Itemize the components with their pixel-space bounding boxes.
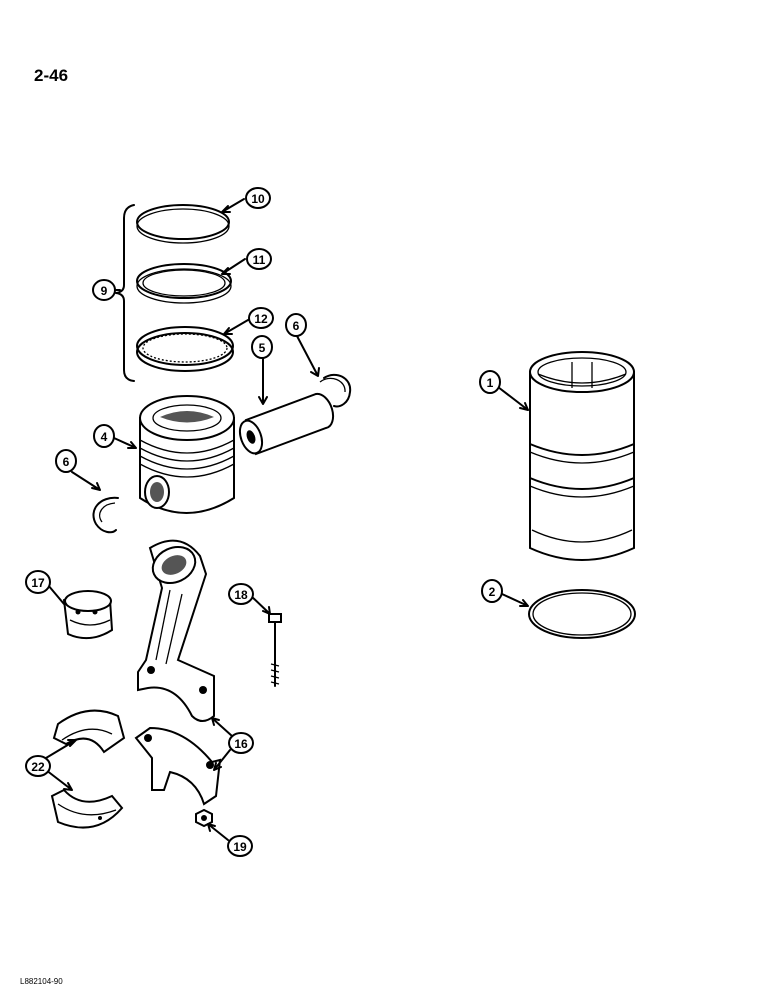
pin-bushing bbox=[62, 590, 114, 640]
liner-o-ring bbox=[528, 589, 636, 639]
callout-18: 18 bbox=[228, 583, 254, 605]
svg-text:5: 5 bbox=[259, 341, 266, 355]
leader-lines bbox=[45, 198, 529, 841]
svg-text:17: 17 bbox=[31, 576, 45, 590]
snap-ring-right bbox=[323, 373, 352, 408]
svg-text:4: 4 bbox=[101, 430, 108, 444]
svg-text:1: 1 bbox=[487, 376, 494, 390]
svg-text:6: 6 bbox=[293, 319, 300, 333]
callout-12: 12 bbox=[248, 307, 274, 329]
svg-text:10: 10 bbox=[251, 192, 265, 206]
callout-19: 19 bbox=[227, 835, 253, 857]
connecting-rod bbox=[137, 539, 215, 722]
figure-code: L882104-90 bbox=[20, 977, 63, 986]
svg-text:11: 11 bbox=[253, 253, 266, 267]
piston-ring-oil bbox=[136, 326, 234, 372]
callout-2: 2 bbox=[481, 579, 503, 603]
callout-5: 5 bbox=[251, 335, 273, 359]
snap-ring-left bbox=[92, 496, 119, 534]
svg-text:6: 6 bbox=[63, 455, 70, 469]
callout-22: 22 bbox=[25, 755, 51, 777]
svg-text:12: 12 bbox=[254, 312, 268, 326]
callout-6-left: 6 bbox=[55, 449, 77, 473]
connecting-rod-cap bbox=[134, 726, 222, 806]
ring-set-bracket bbox=[115, 204, 135, 382]
callout-1: 1 bbox=[479, 370, 501, 394]
piston-ring-top bbox=[136, 204, 230, 244]
bearing-shell-lower bbox=[50, 788, 124, 829]
rod-nut bbox=[195, 808, 213, 828]
piston-ring-second bbox=[136, 263, 232, 304]
callout-11: 11 bbox=[246, 248, 272, 270]
callout-4: 4 bbox=[93, 424, 115, 448]
svg-text:16: 16 bbox=[234, 737, 248, 751]
piston bbox=[139, 395, 235, 514]
callout-17: 17 bbox=[25, 570, 51, 594]
piston-pin bbox=[238, 392, 335, 456]
callout-10: 10 bbox=[245, 187, 271, 209]
cylinder-liner bbox=[529, 351, 635, 561]
callout-9: 9 bbox=[92, 279, 116, 301]
callout-16: 16 bbox=[228, 732, 254, 754]
svg-text:9: 9 bbox=[101, 284, 108, 298]
svg-text:22: 22 bbox=[31, 760, 45, 774]
svg-text:2: 2 bbox=[489, 585, 496, 599]
callout-6-right: 6 bbox=[285, 313, 307, 337]
page-number: 2-46 bbox=[34, 66, 69, 85]
svg-text:18: 18 bbox=[234, 588, 248, 602]
svg-text:19: 19 bbox=[233, 840, 247, 854]
rod-bolt bbox=[268, 613, 282, 687]
